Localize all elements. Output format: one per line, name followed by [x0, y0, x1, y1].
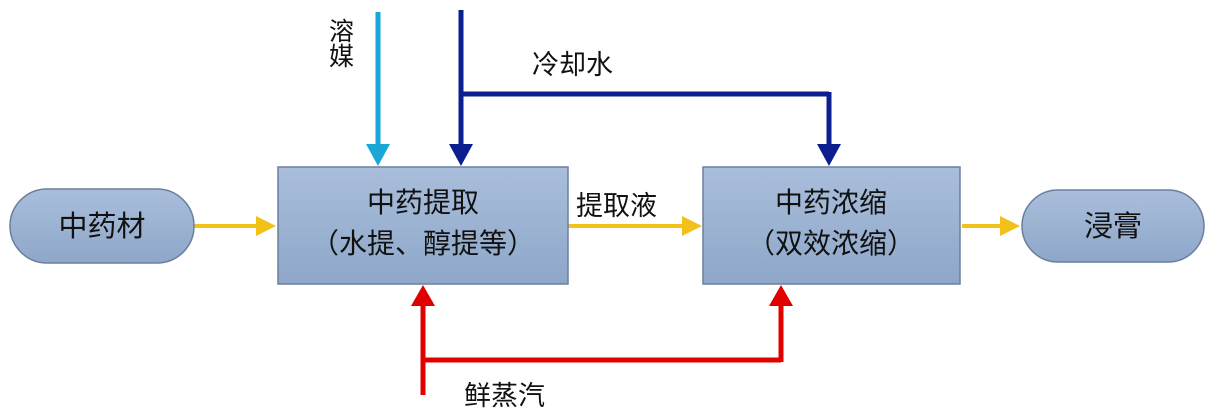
- concentrate-node-subtitle: （双效浓缩）: [747, 227, 915, 260]
- herb-node: [9, 188, 195, 264]
- steam-arrowhead-concentrate: [769, 285, 793, 306]
- cooling-water-arrowhead-concentrate: [817, 144, 841, 166]
- fresh-steam-label: 鲜蒸汽: [464, 381, 545, 412]
- concentrate-node-title: 中药浓缩: [775, 186, 887, 219]
- extract-node-title: 中药提取: [367, 186, 479, 219]
- herb-to-extract-arrowhead: [256, 216, 276, 236]
- concentrate-node: [702, 166, 961, 285]
- solvent-arrowhead: [366, 144, 390, 166]
- concentrate-to-product-arrowhead: [1000, 216, 1020, 236]
- extract-liquid-label: 提取液: [576, 191, 657, 222]
- extract-node-subtitle: （水提、醇提等）: [311, 227, 535, 260]
- steam-arrowhead-extract: [411, 285, 435, 306]
- cooling-water-arrowhead-extract: [449, 144, 473, 166]
- solvent-label: 溶媒: [326, 18, 355, 68]
- product-node: [1021, 189, 1205, 263]
- extract-to-concentrate-arrowhead: [682, 216, 702, 236]
- herb-node-label: 中药材: [58, 209, 145, 243]
- extract-node: [277, 166, 569, 285]
- product-node-label: 浸膏: [1084, 209, 1142, 243]
- cooling-water-label: 冷却水: [532, 50, 613, 81]
